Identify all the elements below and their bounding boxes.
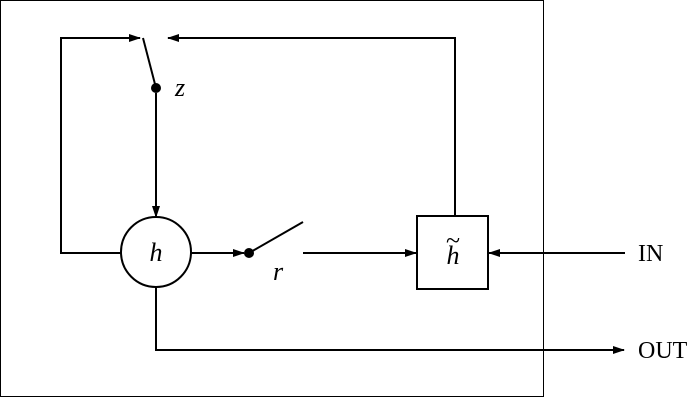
input-label: IN [638,241,663,267]
switch-z-pivot [151,83,161,93]
output-label: OUT [638,338,688,364]
feedback-line-candidate [167,34,456,216]
node-h-tilde-label: h [447,241,460,270]
switch-r-blade [248,221,304,254]
switch-z-blade [142,37,157,89]
node-h-tilde-mark: ~ [446,226,460,255]
output-arrow [155,287,625,354]
node-h-label: h [150,238,163,267]
switch-z-label: z [174,73,185,102]
outer-frame [0,0,544,397]
feedback-line-state [60,34,141,254]
switch-r-label: r [273,257,284,286]
